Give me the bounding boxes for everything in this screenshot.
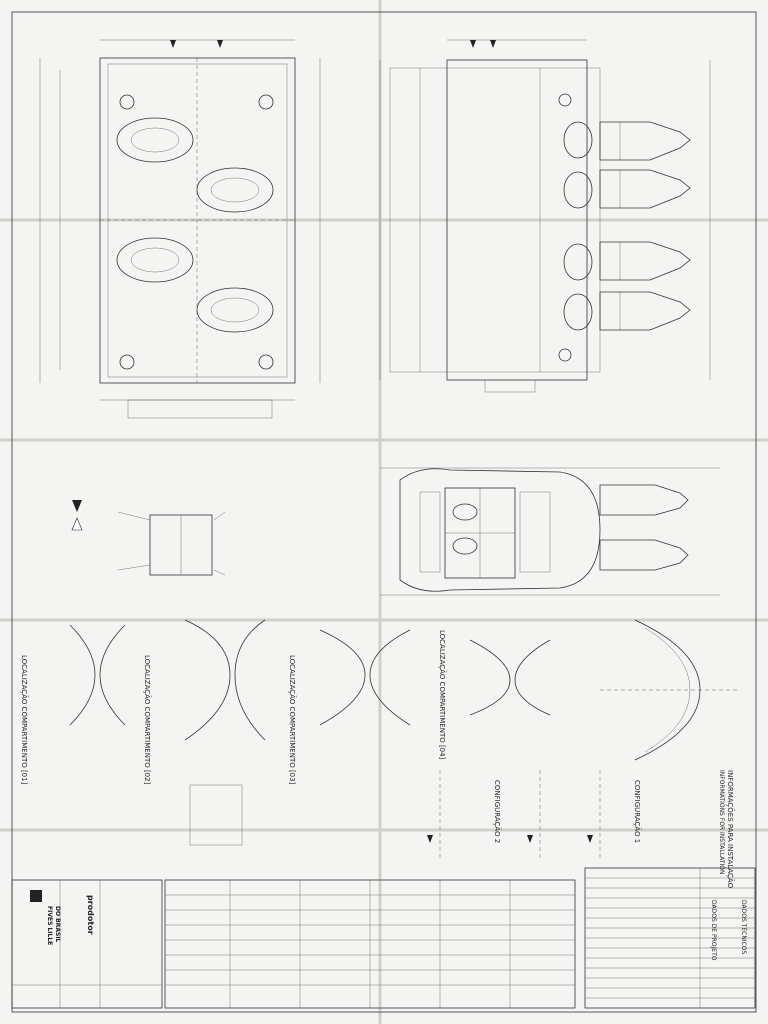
company-sub: DO BRASIL (54, 906, 61, 943)
brand-name: prodotor (86, 895, 95, 935)
tank-view (380, 467, 720, 596)
section-arc (600, 619, 740, 761)
section-04: LOCALIZAÇÃO COMPARTIMENTO [04] (438, 630, 551, 760)
company-name: FIVES LILLE (46, 906, 53, 945)
section-03: LOCALIZAÇÃO COMPARTIMENTO [03] (288, 629, 411, 785)
notes-box (189, 784, 243, 846)
arrow-legend (71, 500, 83, 531)
section-01: LOCALIZAÇÃO COMPARTIMENTO [01] (20, 624, 126, 785)
top-view-right (379, 39, 711, 393)
revision-table (164, 879, 576, 1009)
section-label: LOCALIZAÇÃO COMPARTIMENTO [02] (143, 655, 152, 785)
table-title: DADOS DE PROJETO (710, 900, 717, 961)
instructions-subtitle: INFORMATIONS FOR INSTALLATION (718, 770, 725, 875)
config-label: CONFIGURAÇÃO 2 (493, 780, 502, 843)
section-label: LOCALIZAÇÃO COMPARTIMENTO [03] (288, 655, 297, 785)
section-label: LOCALIZAÇÃO COMPARTIMENTO [04] (438, 630, 447, 760)
installation-info: INFORMAÇÕES PARA INSTALAÇÃO INFORMATIONS… (189, 770, 735, 889)
instructions-title: INFORMAÇÕES PARA INSTALAÇÃO (726, 770, 735, 889)
detail-small (117, 511, 226, 576)
drawing-border (11, 11, 757, 1013)
section-label: LOCALIZAÇÃO COMPARTIMENTO [01] (20, 655, 29, 785)
technical-data-table: DADOS TÉCNICOS DADOS DE PROJETO (584, 867, 756, 1009)
config-label: CONFIGURAÇÃO 1 (633, 780, 642, 843)
title-block: FIVES LILLE DO BRASIL prodotor (11, 879, 163, 1009)
table-title: DADOS TÉCNICOS (740, 900, 748, 954)
company-logo (30, 890, 42, 902)
top-view-left (39, 39, 321, 419)
section-02: LOCALIZAÇÃO COMPARTIMENTO [02] (143, 619, 266, 785)
